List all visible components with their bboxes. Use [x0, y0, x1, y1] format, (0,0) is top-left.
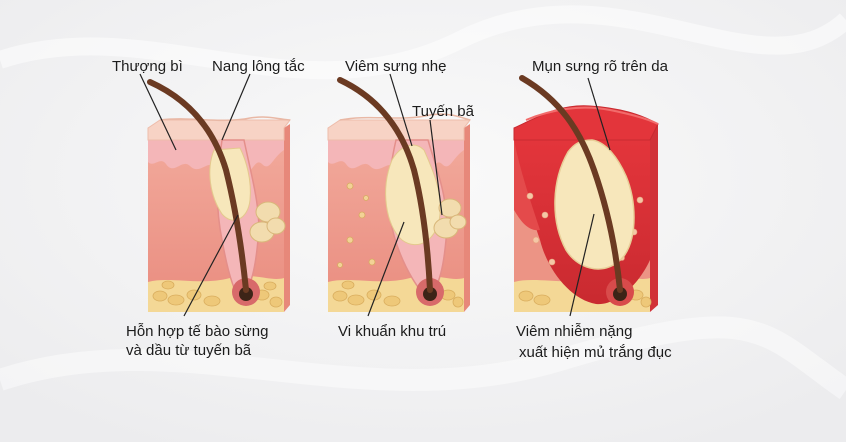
- label-sebaceous-gland: Tuyến bã: [412, 103, 474, 120]
- label-severe-infection-line1: Viêm nhiễm nặng: [516, 323, 633, 340]
- label-clogged-follicle: Nang lông tắc: [212, 58, 305, 75]
- bacteria-dots: [337, 182, 376, 268]
- label-keratin-sebum-line1: Hỗn hợp tế bào sừng: [126, 323, 269, 340]
- label-keratin-sebum-line2: và dầu từ tuyến bã: [126, 342, 252, 359]
- hair-shaft: [147, 79, 249, 293]
- panel-2-inflammation: [327, 77, 471, 312]
- label-mild-inflammation: Viêm sưng nhẹ: [345, 58, 447, 75]
- label-visible-swelling: Mụn sưng rõ trên da: [532, 58, 668, 75]
- panel-1-clogged-follicle: [147, 79, 291, 312]
- sebaceous-gland: [249, 201, 286, 243]
- label-severe-infection-line2: xuất hiện mủ trắng đục: [519, 344, 672, 361]
- label-epidermis: Thượng bì: [112, 58, 183, 75]
- label-bacteria: Vi khuẩn khu trú: [338, 323, 447, 340]
- leader-lines: [139, 73, 611, 317]
- panel-3-severe-pustule: [513, 75, 659, 312]
